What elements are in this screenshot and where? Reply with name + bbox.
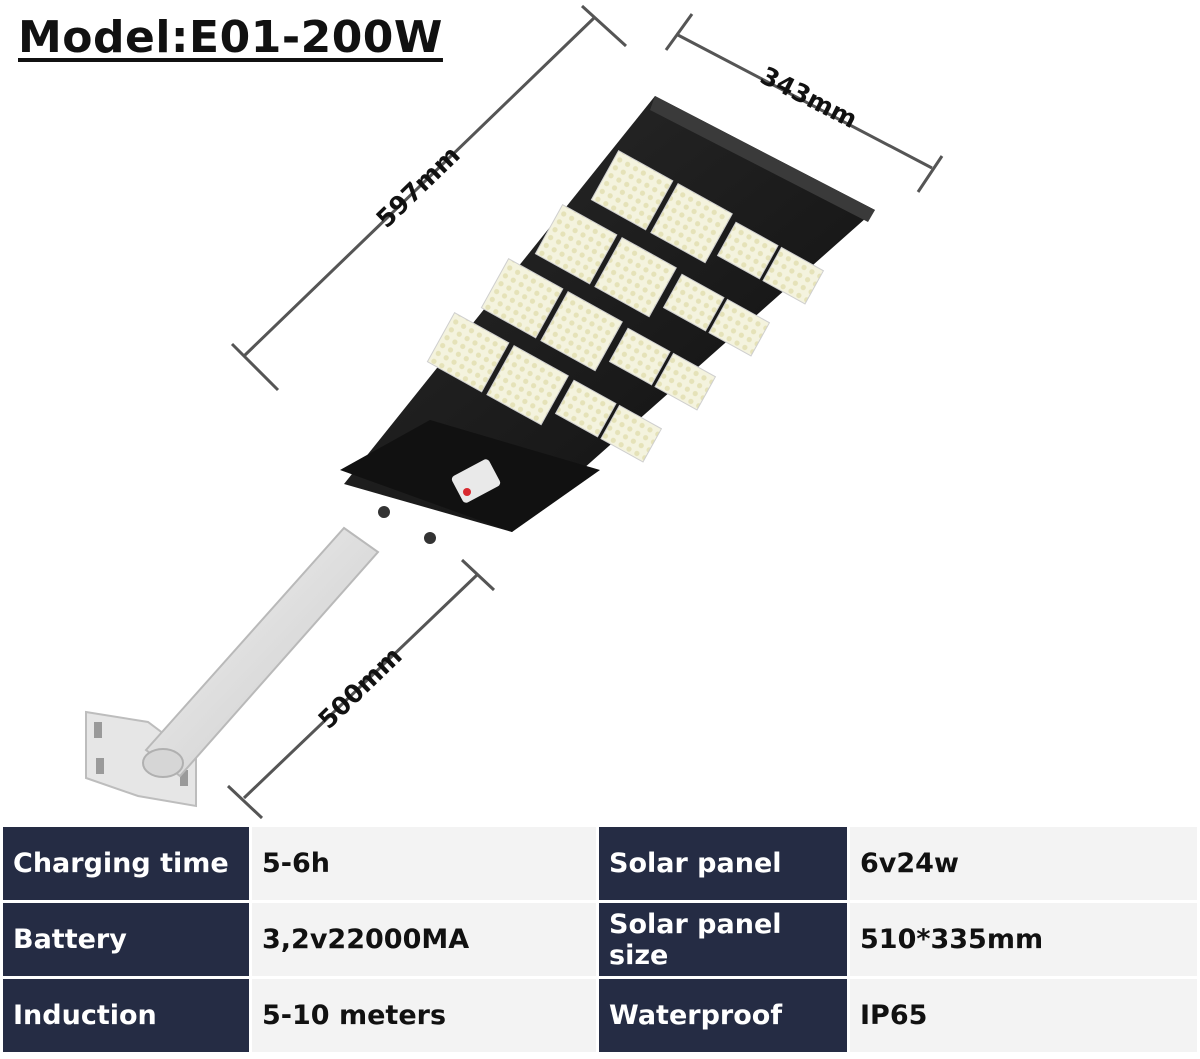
- spec-key: Battery: [0, 900, 252, 979]
- spec-value: 3,2v22000MA: [249, 900, 599, 979]
- spec-key: Induction: [0, 976, 252, 1055]
- led-column-main: [426, 150, 733, 426]
- spec-table: Charging time 5-6h Solar panel 6v24w Bat…: [0, 824, 1200, 1055]
- table-row: Charging time 5-6h Solar panel 6v24w: [0, 824, 1200, 903]
- dimension-line-arm: [226, 558, 496, 820]
- dimension-line-length: [230, 4, 628, 392]
- dimension-line-width: [664, 13, 944, 193]
- spec-key: Charging time: [0, 824, 252, 903]
- dimension-label-width: 343mm: [756, 61, 862, 134]
- spec-value: 5-6h: [249, 824, 599, 903]
- street-light-illustration: 597mm 343mm 500mm: [85, 4, 944, 820]
- dimension-label-length: 597mm: [371, 140, 466, 233]
- spec-key: Solar panel: [596, 824, 850, 903]
- spec-key: Solar panel size: [596, 900, 850, 979]
- table-row: Induction 5-10 meters Waterproof IP65: [0, 976, 1200, 1055]
- spec-value: 5-10 meters: [249, 976, 599, 1055]
- spec-value: IP65: [847, 976, 1200, 1055]
- model-title: Model:E01-200W: [18, 12, 443, 63]
- lamp-body: [340, 96, 875, 544]
- spec-key: Waterproof: [596, 976, 850, 1055]
- spec-value: 510*335mm: [847, 900, 1200, 979]
- dimension-label-arm: 500mm: [313, 641, 408, 734]
- table-row: Battery 3,2v22000MA Solar panel size 510…: [0, 900, 1200, 979]
- spec-value: 6v24w: [847, 824, 1200, 903]
- wall-bracket: [85, 710, 197, 808]
- mounting-arm: [142, 526, 380, 778]
- led-column-side: [554, 221, 825, 463]
- led-array: [426, 150, 825, 463]
